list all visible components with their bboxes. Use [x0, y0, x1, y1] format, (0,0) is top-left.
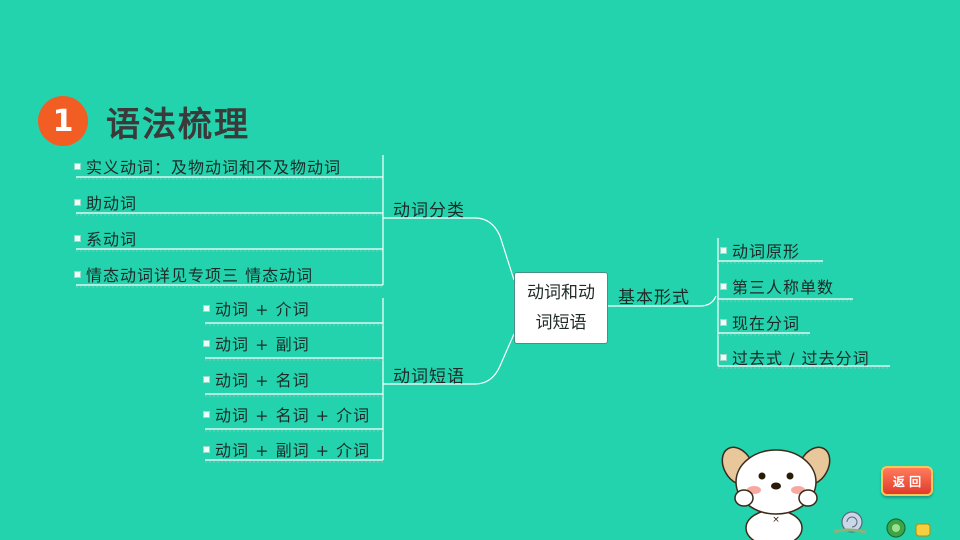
- bullet-square-icon: [203, 340, 210, 347]
- page-title: 语法梳理: [106, 104, 250, 145]
- leaf-item: 助动词: [74, 190, 137, 214]
- bullet-square-icon: [720, 319, 727, 326]
- leaf-label: 动词原形: [732, 242, 801, 261]
- leaf-item: 动词 + 名词: [203, 367, 310, 391]
- bullet-square-icon: [74, 199, 81, 206]
- section-title: 1 语法梳理: [38, 96, 250, 146]
- center-node-line2: 词短语: [535, 313, 587, 333]
- leaf-item: 动词 + 副词: [203, 331, 310, 355]
- leaf-item: 实义动词：及物动词和不及物动词: [74, 154, 341, 178]
- section-number-badge: 1: [38, 96, 88, 146]
- leaf-item: 动词 + 名词 + 介词: [203, 402, 370, 426]
- bullet-square-icon: [74, 271, 81, 278]
- leaf-item: 第三人称单数: [720, 274, 834, 298]
- bullet-square-icon: [203, 376, 210, 383]
- leaf-label: 过去式 / 过去分词: [732, 349, 870, 368]
- branch-label-phrases: 动词短语: [393, 367, 465, 387]
- leaf-label: 情态动词详见专项三 情态动词: [86, 266, 314, 285]
- leaf-item: 现在分词: [720, 310, 800, 334]
- bullet-square-icon: [720, 283, 727, 290]
- branch-label-classification: 动词分类: [393, 201, 465, 221]
- leaf-item: 过去式 / 过去分词: [720, 345, 870, 369]
- leaf-item: 系动词: [74, 226, 137, 250]
- leaf-label: 动词 + 介词: [215, 300, 310, 319]
- leaf-label: 动词 + 名词: [215, 371, 310, 390]
- bullet-square-icon: [720, 247, 727, 254]
- bullet-square-icon: [203, 411, 210, 418]
- leaf-item: 情态动词详见专项三 情态动词: [74, 262, 313, 286]
- leaf-label: 系动词: [86, 230, 138, 249]
- bullet-square-icon: [74, 163, 81, 170]
- leaf-label: 动词 + 副词 + 介词: [215, 441, 371, 460]
- bullet-square-icon: [720, 354, 727, 361]
- leaf-label: 助动词: [86, 194, 138, 213]
- leaf-label: 实义动词：及物动词和不及物动词: [86, 158, 342, 177]
- leaf-label: 动词 + 副词: [215, 335, 310, 354]
- leaf-item: 动词 + 副词 + 介词: [203, 437, 370, 461]
- leaf-item: 动词原形: [720, 238, 800, 262]
- bullet-square-icon: [203, 446, 210, 453]
- bullet-square-icon: [203, 305, 210, 312]
- bullet-square-icon: [74, 235, 81, 242]
- leaf-label: 第三人称单数: [732, 278, 835, 297]
- leaf-label: 动词 + 名词 + 介词: [215, 406, 371, 425]
- leaf-label: 现在分词: [732, 314, 801, 333]
- leaf-item: 动词 + 介词: [203, 296, 310, 320]
- center-node-line1: 动词和动: [527, 283, 595, 303]
- dog-mascot-illustration: ×: [721, 446, 931, 540]
- svg-text:×: ×: [772, 515, 780, 525]
- branch-label-basic-forms: 基本形式: [618, 288, 690, 308]
- back-button[interactable]: 返 回: [881, 466, 933, 496]
- center-node: 动词和动 词短语: [514, 272, 608, 344]
